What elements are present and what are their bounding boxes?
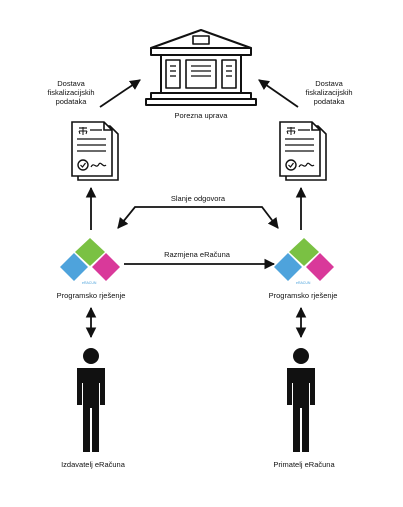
right-delivery-line-1: Dostava [315,79,343,88]
response-arrow [117,206,279,229]
person-icon-left [77,348,105,452]
person-icon-right [287,348,315,452]
authority-label: Porezna uprava [174,111,228,120]
left-delivery-line-3: podataka [55,97,87,106]
right-delivery-line-2: fiskalizacijskih [305,88,353,97]
right-delivery-label: Dostava fiskalizacijskih podataka [303,79,355,106]
software-logo-text-left: eRACUN [82,281,97,285]
recipient-label: Primatelj eRačuna [273,460,335,469]
government-building-icon [145,29,257,106]
left-software-label: Programsko rješenje [56,291,126,300]
right-software-label: Programsko rješenje [268,291,338,300]
software-logo-icon-right [274,238,334,281]
arrow-right-to-authority [258,79,299,108]
issuer-label: Izdavatelj eRačuna [61,460,125,469]
software-logo-text-right: eRACUN [296,281,311,285]
software-logo-icon-left [60,238,120,281]
left-delivery-label: Dostava fiskalizacijskih podataka [45,79,97,106]
left-delivery-line-2: fiskalizacijskih [47,88,95,97]
response-label: Slanje odgovora [170,194,226,203]
certified-document-icon-right [279,121,327,181]
arrow-left-to-authority [99,79,141,108]
certified-document-icon-left [71,121,119,181]
right-delivery-line-3: podataka [313,97,345,106]
left-delivery-line-1: Dostava [57,79,85,88]
exchange-label: Razmjena eRačuna [164,250,230,259]
